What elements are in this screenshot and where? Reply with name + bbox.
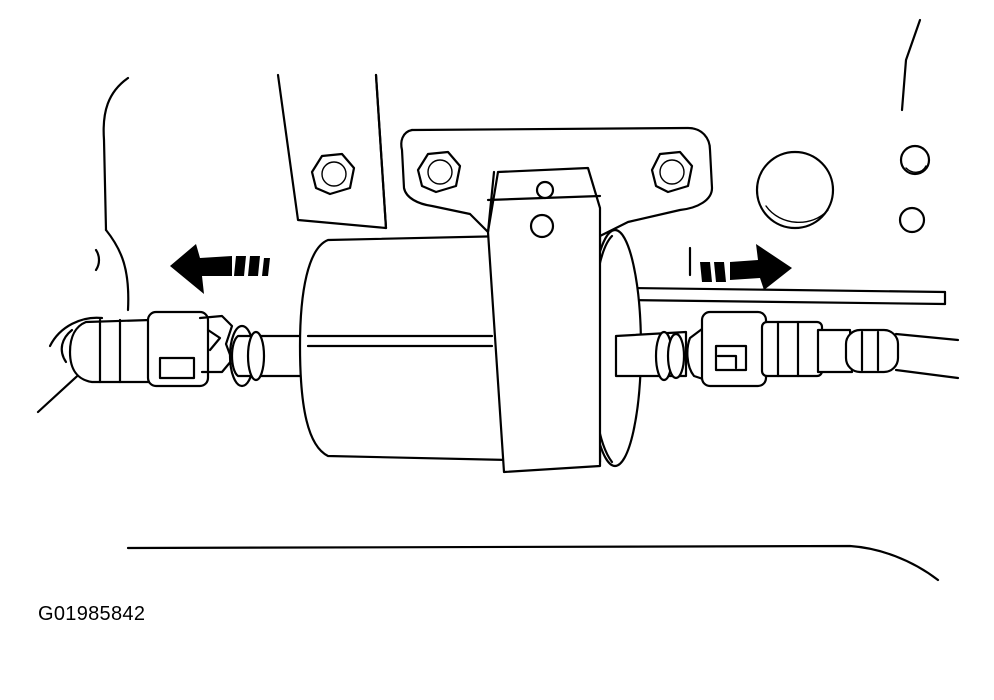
bolt-center: [416, 150, 462, 194]
bolt-left: [310, 152, 356, 196]
filter-inlet-nipple: [230, 330, 308, 382]
mounting-bracket: [400, 126, 714, 238]
body-plug: [755, 150, 835, 230]
body-panel-outline: [94, 18, 947, 582]
filter-clamp: [486, 166, 602, 474]
body-hole-lower: [898, 206, 926, 234]
body-hole-upper: [899, 144, 931, 176]
bolt-right: [650, 150, 694, 194]
quick-connector-right: [686, 310, 824, 388]
arrow-right: [700, 244, 792, 290]
fuel-line-left: [36, 316, 154, 414]
figure-id-label: G01985842: [38, 603, 146, 625]
fuel-line-right: [816, 328, 960, 380]
arrow-left: [170, 244, 270, 294]
filter-outlet-nipple: [614, 330, 688, 382]
